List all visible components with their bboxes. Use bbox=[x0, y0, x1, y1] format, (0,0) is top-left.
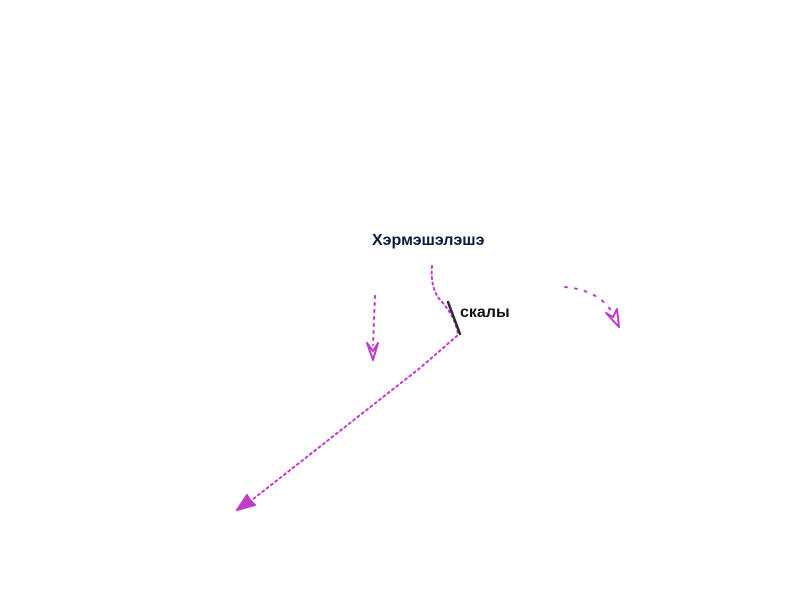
place-label-cliffs: скалы bbox=[460, 304, 510, 321]
arrow-left-down bbox=[366, 295, 379, 361]
cliff-marker bbox=[446, 300, 462, 336]
place-label-main: Хэрмэшэлэшэ bbox=[372, 232, 485, 249]
arrow-long-down-left bbox=[236, 265, 460, 511]
arrow-right-curved bbox=[564, 286, 620, 328]
